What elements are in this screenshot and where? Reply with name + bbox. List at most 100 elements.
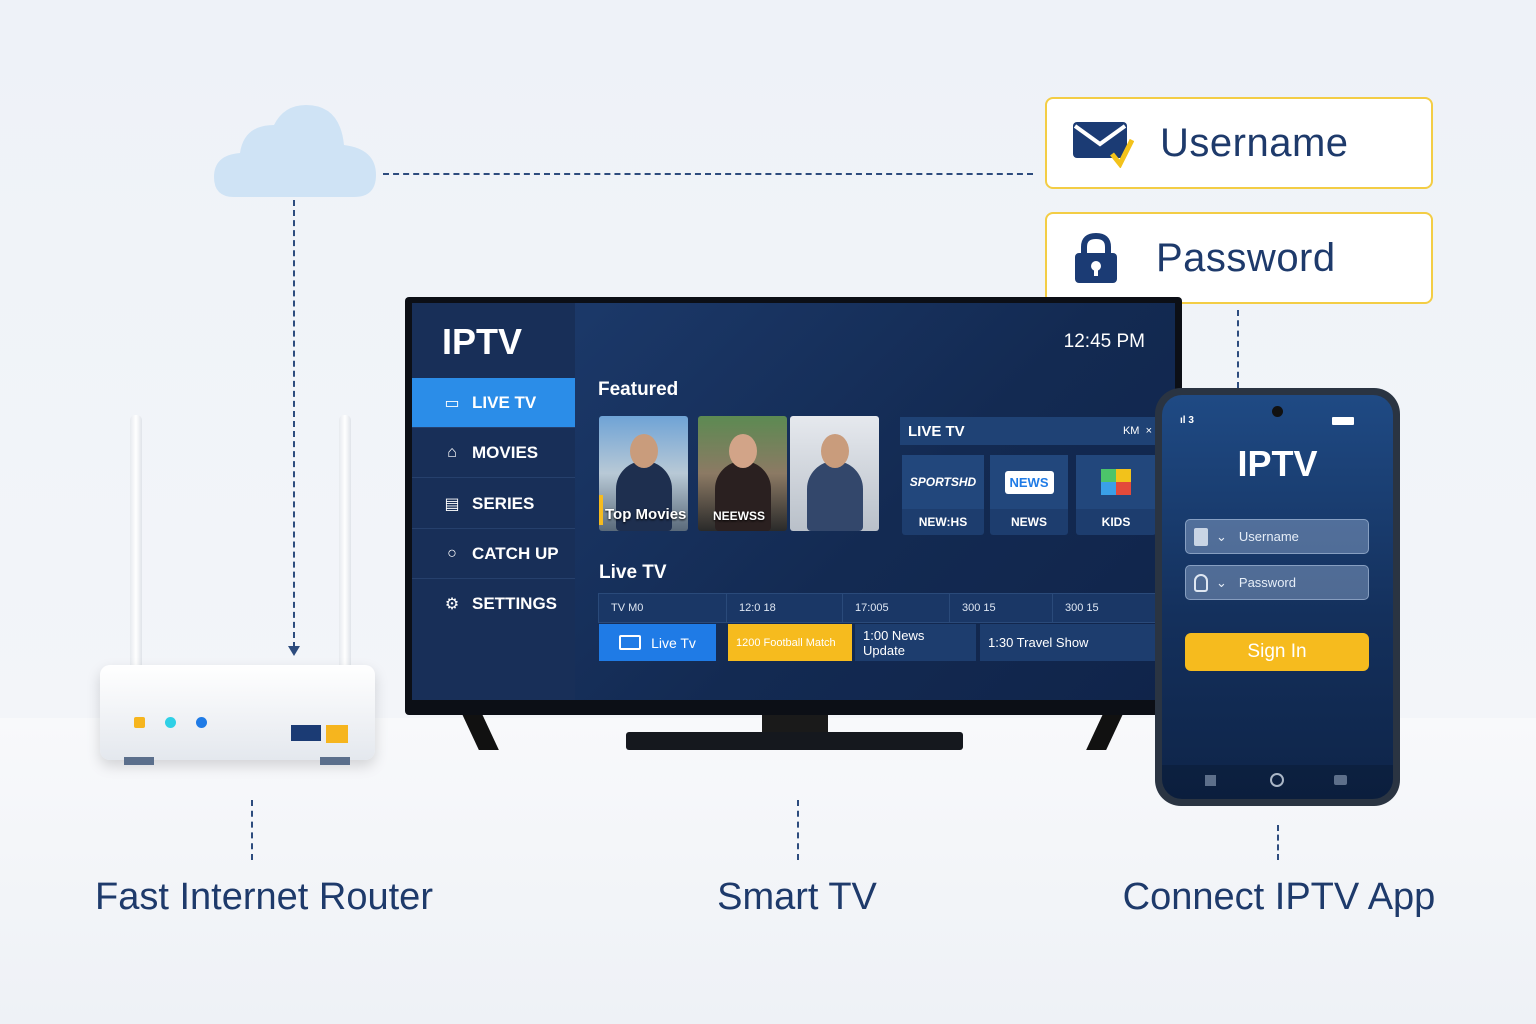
battery-icon (1332, 417, 1354, 425)
program-news-update[interactable]: 1:00 News Update (855, 624, 976, 661)
lock-icon (1075, 233, 1117, 283)
home-icon: ⌂ (447, 443, 457, 461)
router-foot (124, 757, 154, 765)
channel-tile[interactable]: SPORTSHD NEW:HS (902, 455, 984, 535)
tv-logo: IPTV (442, 321, 523, 362)
chevron-down-icon: ⌄ (1216, 574, 1227, 590)
guide-header: TV M0 12:0 18 17:005 300 15 300 15 (598, 593, 1175, 623)
router-antenna (339, 415, 351, 667)
nav-label: SETTINGS (472, 594, 558, 613)
person-head (629, 434, 658, 468)
news-logo: NEWS (1004, 470, 1054, 494)
guide-header-cell: 300 15 (950, 594, 1053, 622)
connection-line-credentials-phone (1237, 310, 1239, 388)
person-figure (806, 461, 863, 531)
user-icon (1194, 573, 1208, 592)
sports-hd-logo: SPORTSHD (902, 455, 984, 509)
featured-title: Featured (598, 379, 679, 400)
tv-screen: IPTV ▭LIVE TV ⌂MOVIES ▤SERIES ○CATCH UP … (412, 303, 1175, 700)
label-connector (797, 800, 799, 860)
tv-icon (619, 635, 642, 650)
featured-thumbnail[interactable]: NEEWSS (698, 416, 787, 531)
kids-logo-icon (1101, 469, 1131, 495)
featured-thumbnail[interactable] (790, 416, 879, 531)
nav-catch-up[interactable]: ○ CATCH UP (412, 529, 575, 579)
clapperboard-icon: ▤ (444, 495, 460, 513)
program-label: 1:30 Travel Show (988, 635, 1089, 650)
person-head (820, 434, 849, 468)
channel-label: NEW:HS (918, 515, 968, 529)
ethernet-port (326, 725, 348, 743)
guide-header-cell: 300 15 (1065, 602, 1099, 614)
program-label: 1:00 News Update (863, 627, 925, 658)
nav-label: MOVIES (472, 442, 539, 462)
router-led (196, 717, 207, 728)
person-head (728, 434, 757, 468)
replay-icon: ○ (447, 544, 457, 562)
home-icon[interactable] (1270, 773, 1284, 787)
chevron-down-icon: ⌄ (1216, 528, 1227, 544)
person-figure (615, 461, 672, 531)
id-card-icon (1194, 527, 1208, 546)
featured-thumbnail[interactable]: Top Movies (599, 416, 688, 531)
phone-screen: ıl 3 IPTV ⌄Username ⌄Password Sign In (1162, 395, 1393, 799)
nav-label: LIVE TV (472, 392, 537, 412)
username-box[interactable]: Username (1045, 97, 1433, 189)
camera-icon (1272, 406, 1283, 417)
password-placeholder: Password (1238, 575, 1296, 590)
connection-line-cloud-credentials (383, 173, 1033, 175)
nav-label: CATCH UP (472, 543, 559, 563)
guide-header-cell: TV M0 (599, 594, 727, 622)
program-football-match[interactable]: 1200 Football Match (728, 624, 852, 661)
channel-label: NEWS (1011, 515, 1047, 529)
guide-header-cell: 17:005 (843, 594, 950, 622)
close-icon[interactable]: × (1145, 425, 1152, 437)
username-label: Username (1160, 120, 1349, 165)
label-connector (1277, 825, 1279, 860)
cloud-icon (214, 105, 376, 197)
channel-tile[interactable]: KIDS (1076, 455, 1156, 535)
envelope-check-icon (1073, 122, 1134, 168)
password-label: Password (1156, 235, 1336, 280)
password-box[interactable]: Password (1045, 212, 1433, 304)
guide-channel-label: Live Tv (651, 634, 696, 651)
ethernet-port (291, 725, 321, 741)
connection-line-cloud-router (293, 200, 295, 648)
sign-in-button[interactable]: Sign In (1185, 633, 1369, 671)
guide-channel-live-tv[interactable]: Live Tv (599, 624, 716, 661)
tv-icon: ▭ (444, 394, 460, 412)
highlight-bar (599, 495, 603, 525)
live-panel-tag: KM (1122, 425, 1140, 437)
router-caption: Fast Internet Router (95, 876, 433, 918)
channel-label: KIDS (1101, 515, 1131, 529)
phone-username-field[interactable]: ⌄ Username (1185, 519, 1369, 554)
person-figure (714, 461, 771, 531)
channel-tile[interactable]: NEWS NEWS (990, 455, 1068, 535)
nav-series[interactable]: ▤ SERIES (412, 479, 575, 529)
tv-stand-base (626, 732, 963, 750)
recents-icon[interactable] (1334, 775, 1347, 785)
phone-password-field[interactable]: ⌄ Password (1185, 565, 1369, 600)
gear-icon: ⚙ (444, 596, 460, 613)
program-travel-show[interactable]: 1:30 Travel Show (980, 624, 1175, 661)
guide-title: Live TV (599, 562, 667, 583)
back-icon[interactable] (1205, 775, 1216, 786)
tv-caption: Smart TV (717, 876, 877, 918)
router-led (134, 717, 145, 728)
nav-label: SERIES (472, 493, 535, 513)
tv-stand-neck (762, 712, 828, 734)
status-bar-signal: ıl 3 (1180, 415, 1194, 426)
nav-movies[interactable]: ⌂ MOVIES (412, 428, 575, 478)
smartphone: ıl 3 IPTV ⌄Username ⌄Password Sign In (1155, 388, 1400, 806)
username-placeholder: Username (1238, 529, 1299, 544)
app-caption: Connect IPTV App (1122, 876, 1436, 918)
phone-nav-bar (1162, 765, 1393, 799)
tv-clock: 12:45 PM (1063, 331, 1145, 352)
nav-live-tv[interactable]: ▭ LIVE TV (412, 378, 575, 428)
thumbnail-caption: Top Movies (605, 506, 687, 523)
nav-settings[interactable]: ⚙ SETTINGS (412, 579, 575, 629)
smart-tv: IPTV ▭LIVE TV ⌂MOVIES ▤SERIES ○CATCH UP … (405, 297, 1182, 715)
router-foot (320, 757, 350, 765)
arrow-down-icon (288, 646, 300, 656)
router-led (165, 717, 176, 728)
